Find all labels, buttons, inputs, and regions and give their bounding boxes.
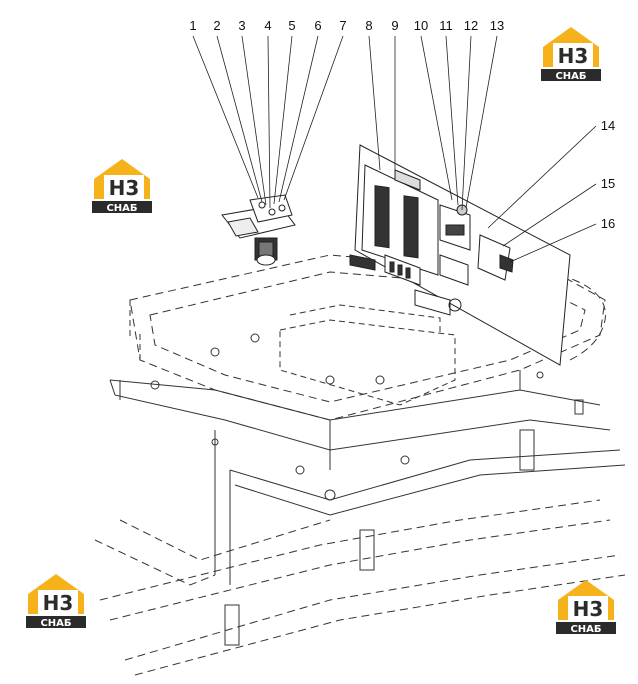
logo-panel [553,43,593,67]
callout-5: 5 [288,18,295,33]
logo-subtitle: СНАБ [106,203,137,214]
callout-10: 10 [414,18,428,33]
control-panel [349,144,571,366]
logo-subtitle: СНАБ [570,624,601,635]
logo-panel [568,596,608,620]
switch-assembly [221,194,296,266]
logo-panel [38,590,78,614]
leader-line-14 [487,125,597,229]
leader-line-11 [445,35,459,206]
callout-11: 11 [439,18,453,33]
callout-9: 9 [391,18,398,33]
logo-band [556,622,616,634]
callout-15: 15 [601,176,615,191]
leader-line-10 [420,35,453,201]
leader-line-13 [465,35,498,209]
logo-mark: H3 [43,591,74,615]
callout-8: 8 [365,18,372,33]
callout-16: 16 [601,216,615,231]
callout-3: 3 [238,18,245,33]
logo-mark: H3 [573,597,604,621]
logo-subtitle: СНАБ [555,71,586,82]
leader-line-5 [273,35,293,205]
leader-line-7 [283,35,344,201]
callout-4: 4 [264,18,271,33]
leader-line-8 [368,35,381,171]
logo-panel [104,175,144,199]
logo-mark: H3 [109,176,140,200]
leader-line-15 [502,183,597,247]
callout-12: 12 [464,18,478,33]
logo-mark: H3 [558,44,589,68]
leader-line-16 [509,223,597,263]
leader-line-12 [461,35,472,211]
leader-line-4 [267,35,271,209]
logo-band [92,201,152,213]
leader-lines [192,35,597,263]
callout-1: 1 [189,18,196,33]
logo-band [541,69,601,81]
callout-2: 2 [213,18,220,33]
chassis-frame [94,254,626,676]
leader-line-3 [241,35,267,206]
logo-band [26,616,86,628]
leader-line-1 [192,35,259,199]
leader-line-2 [216,35,263,203]
callout-13: 13 [490,18,504,33]
callout-14: 14 [601,118,615,133]
leader-line-6 [278,35,319,203]
logo-subtitle: СНАБ [40,618,71,629]
callout-7: 7 [339,18,346,33]
callout-6: 6 [314,18,321,33]
